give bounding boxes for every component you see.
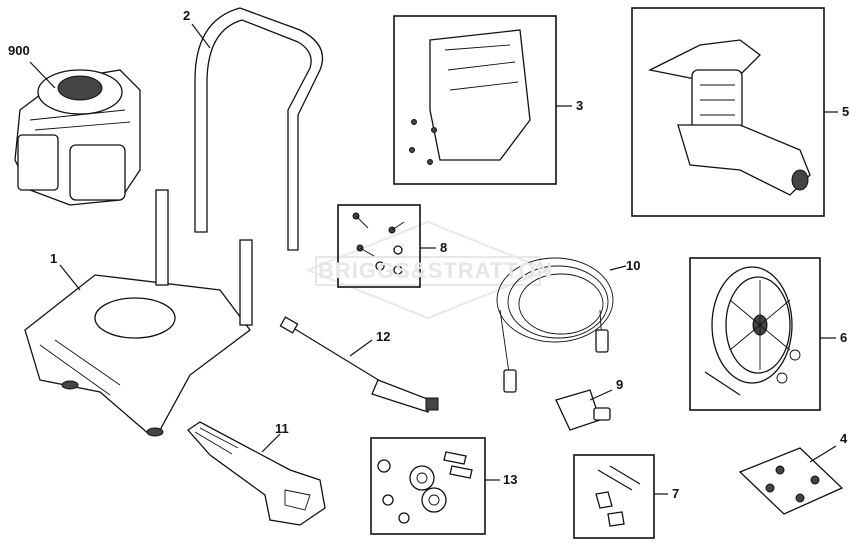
box-part-7	[573, 454, 655, 539]
axle-hardware-part[interactable]	[595, 465, 641, 527]
leader-4	[809, 445, 837, 463]
seal-kit-part[interactable]	[377, 451, 473, 524]
hose-part[interactable]	[496, 257, 614, 393]
engine-part[interactable]	[14, 69, 141, 206]
brand-watermark-logo	[305, 220, 551, 320]
callout-13: 13	[503, 472, 518, 487]
callout-10: 10	[626, 258, 641, 273]
leader-11	[261, 433, 281, 453]
callout-6: 6	[840, 330, 848, 345]
callout-8: 8	[440, 240, 448, 255]
callout-2: 2	[183, 8, 191, 23]
box-part-13	[370, 437, 486, 535]
spray-gun-part[interactable]	[187, 421, 326, 526]
leader-900	[29, 61, 56, 89]
callout-7: 7	[672, 486, 680, 501]
leader-9	[589, 389, 613, 401]
spray-lance-part[interactable]	[279, 316, 439, 413]
adapter-part[interactable]	[555, 389, 611, 431]
frame-part[interactable]	[24, 189, 253, 437]
pump-part[interactable]	[648, 39, 811, 196]
box-part-6	[689, 257, 821, 411]
callout-5: 5	[842, 104, 850, 119]
box-part-3	[393, 15, 557, 185]
callout-9: 9	[616, 377, 624, 392]
leader-2	[191, 23, 211, 49]
callout-11: 11	[275, 421, 289, 436]
bracket-part[interactable]	[409, 29, 531, 165]
leader-10	[609, 265, 627, 271]
callout-3: 3	[576, 98, 584, 113]
leader-12	[349, 339, 373, 357]
wheel-part[interactable]	[704, 266, 801, 396]
nozzle-set-part[interactable]	[738, 447, 844, 515]
callout-1: 1	[50, 251, 58, 266]
watermark-text: BRIGGS&STRATTON	[318, 258, 554, 283]
callout-900: 900	[8, 43, 30, 58]
hardware-bolts-part[interactable]	[352, 212, 405, 275]
handle-part[interactable]	[194, 7, 324, 251]
box-part-8	[337, 204, 421, 288]
leader-1	[59, 264, 81, 291]
callout-4: 4	[840, 431, 848, 446]
callout-12: 12	[376, 329, 391, 344]
